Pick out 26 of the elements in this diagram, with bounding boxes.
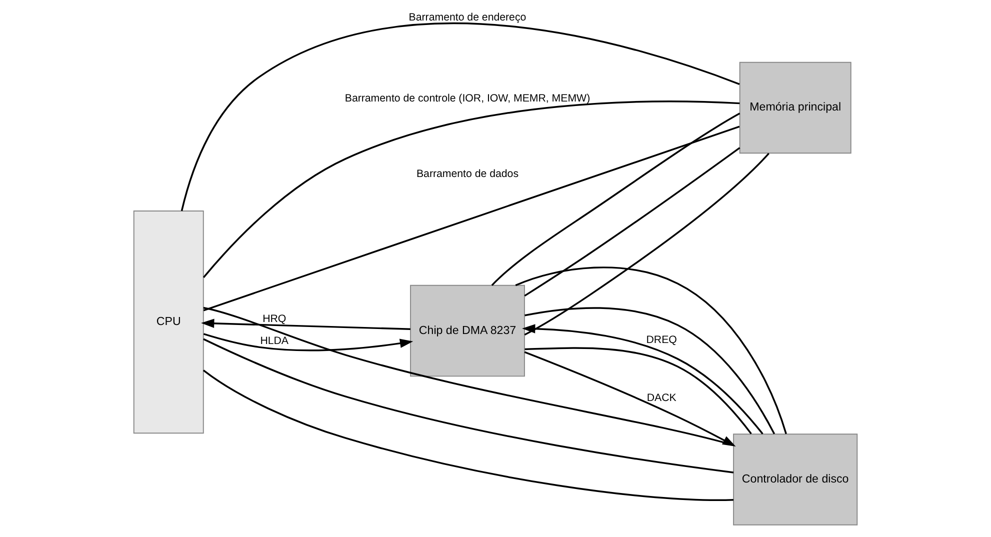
node-box: Controlador de disco — [733, 434, 858, 526]
connector — [203, 338, 734, 474]
edge-label: Barramento de endereço — [408, 12, 526, 24]
connector — [202, 100, 740, 278]
connector — [524, 147, 740, 297]
connector — [524, 152, 770, 336]
connector — [491, 112, 740, 286]
node-box: Chip de DMA 8237 — [410, 284, 525, 377]
connector — [524, 307, 776, 434]
arrow — [203, 333, 414, 352]
edge-label: DACK — [646, 392, 676, 404]
connector — [202, 370, 734, 501]
arrow — [524, 351, 736, 446]
connector — [180, 22, 740, 212]
connector — [515, 266, 787, 434]
node-box: Memória principal — [739, 62, 852, 154]
connector — [524, 347, 752, 434]
edge-label: HLDA — [260, 335, 289, 348]
edge-label: DREQ — [646, 334, 677, 346]
arrow — [201, 318, 410, 330]
connector — [203, 126, 740, 312]
node-box: CPU — [133, 210, 204, 434]
edge-label: Barramento de controle (IOR, IOW, MEMR, MEMW) — [344, 92, 590, 105]
edge-label: HRQ — [262, 312, 286, 325]
arrow — [522, 324, 764, 434]
edge-label: Barramento de dados — [416, 168, 519, 180]
